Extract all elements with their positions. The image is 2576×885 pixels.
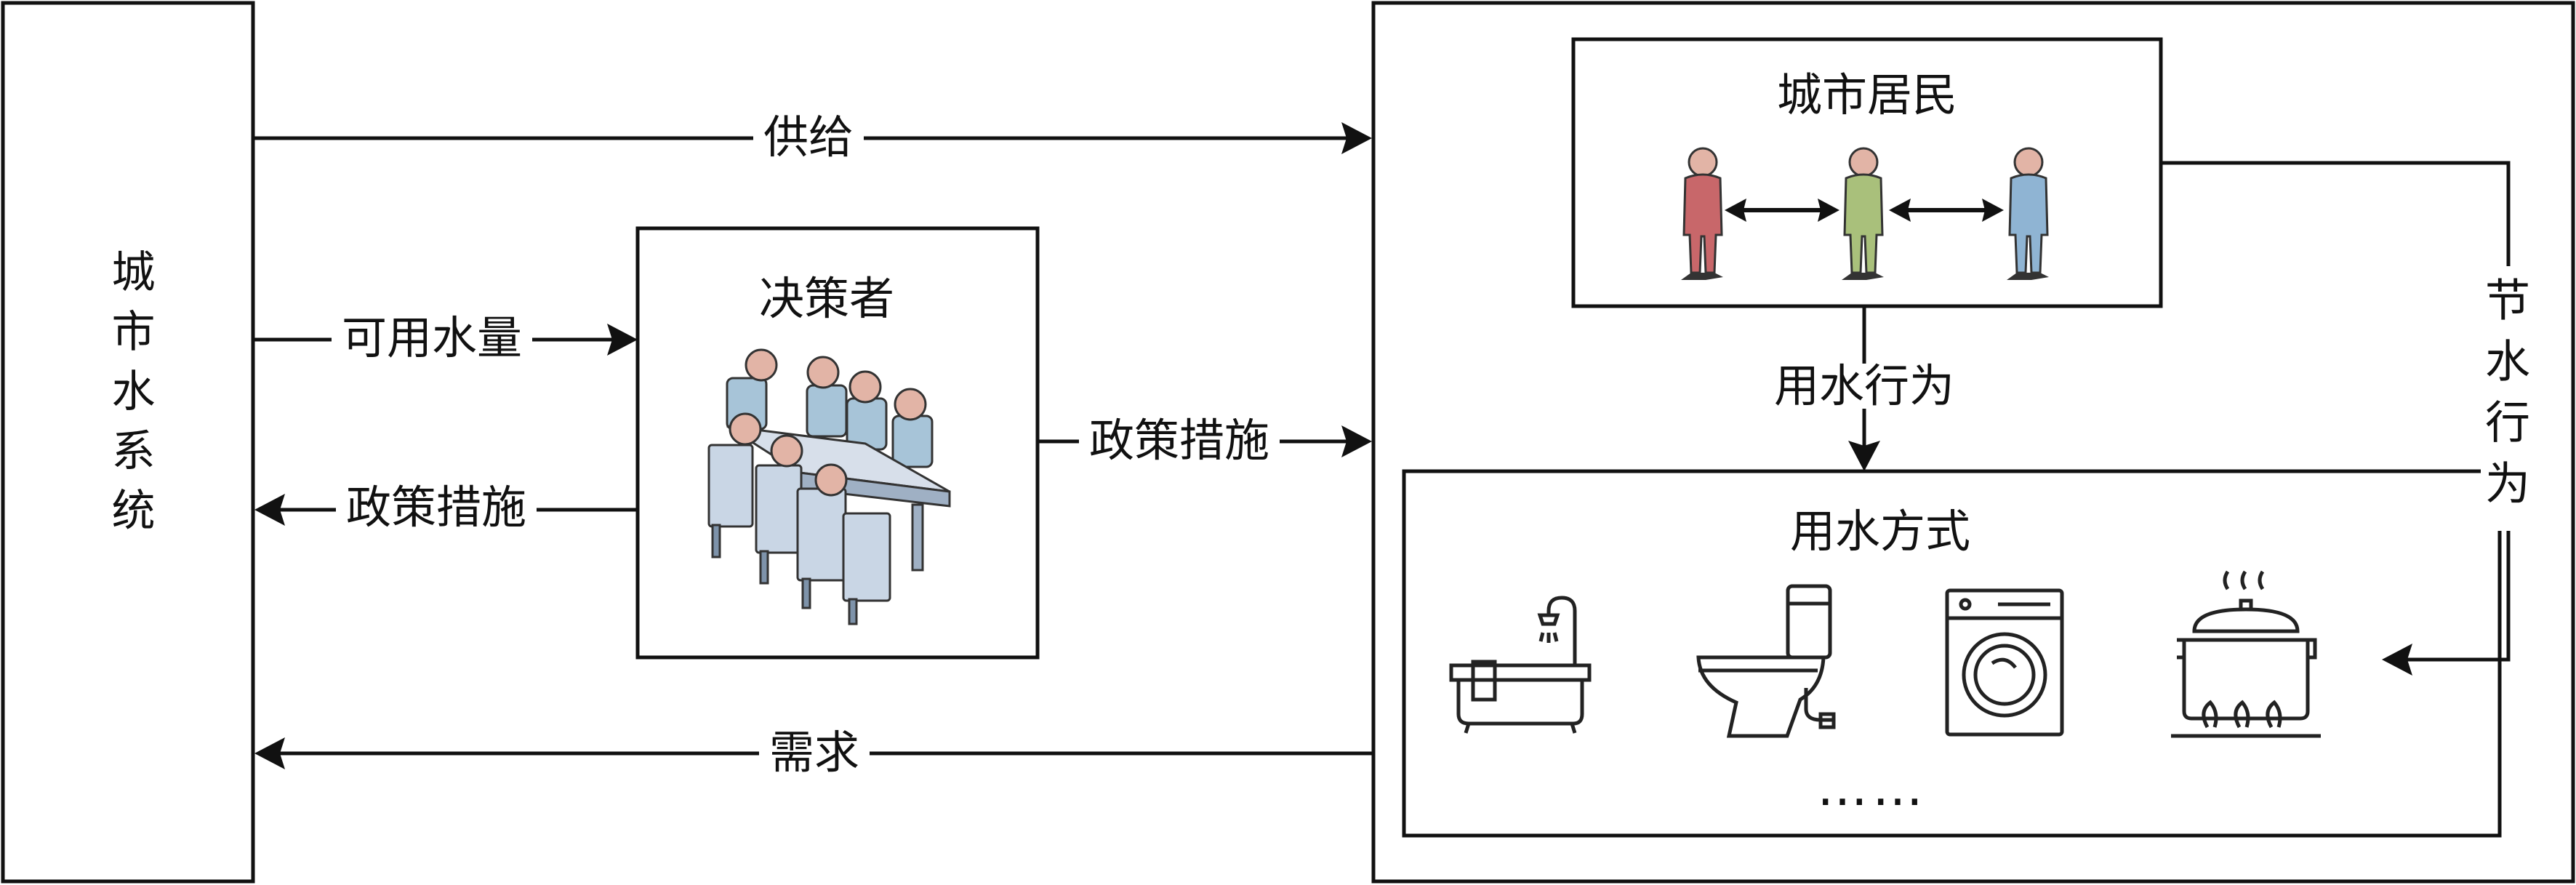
person-green-icon	[1842, 147, 1884, 280]
toilet-icon	[1696, 584, 1836, 738]
policy-to-residents-label: 政策措施	[1078, 418, 1280, 463]
available-water-arrowhead	[607, 324, 638, 356]
resident-link-1-head-left	[1725, 199, 1746, 222]
bathtub-icon	[1449, 596, 1592, 734]
person-red-icon	[1681, 147, 1723, 280]
cooking-pot-icon	[2171, 570, 2321, 738]
policy-right-arrowhead	[1341, 425, 1372, 457]
washing-machine-icon	[1945, 588, 2064, 737]
water-use-box	[1402, 469, 2502, 838]
resident-link-2-head-left	[1889, 199, 1911, 222]
policy-to-system-label: 政策措施	[335, 485, 537, 530]
resident-link-1-head-right	[1818, 199, 1839, 222]
water-saving-behavior-line	[2161, 161, 2511, 662]
water-use-title: 用水方式	[1789, 505, 1971, 558]
urban-water-system-box	[1, 1, 255, 884]
person-blue-icon	[2007, 147, 2049, 280]
meeting-people-icon	[707, 348, 951, 625]
supply-label: 供给	[753, 115, 864, 160]
residents-box	[1571, 37, 2163, 308]
demand-arrowhead	[254, 737, 285, 769]
water-use-behavior-arrowhead	[1848, 441, 1880, 471]
available-water-label: 可用水量	[331, 316, 533, 361]
demand-label: 需求	[758, 730, 870, 775]
residents-title: 城市居民	[1776, 68, 1958, 121]
supply-arrowhead	[1341, 122, 1372, 154]
decision-maker-title: 决策者	[758, 272, 895, 325]
policy-left-arrowhead	[254, 494, 285, 526]
water-use-ellipsis: ……	[1817, 758, 1927, 817]
urban-water-system-label: 城市水系统	[104, 249, 155, 547]
water-use-behavior-label: 用水行为	[1763, 364, 1965, 409]
water-saving-behavior-label: 节水行为	[2477, 266, 2530, 531]
water-saving-behavior-arrowhead	[2382, 644, 2412, 676]
resident-link-2-head-right	[1982, 199, 2004, 222]
right-outer-box	[1371, 1, 2575, 884]
